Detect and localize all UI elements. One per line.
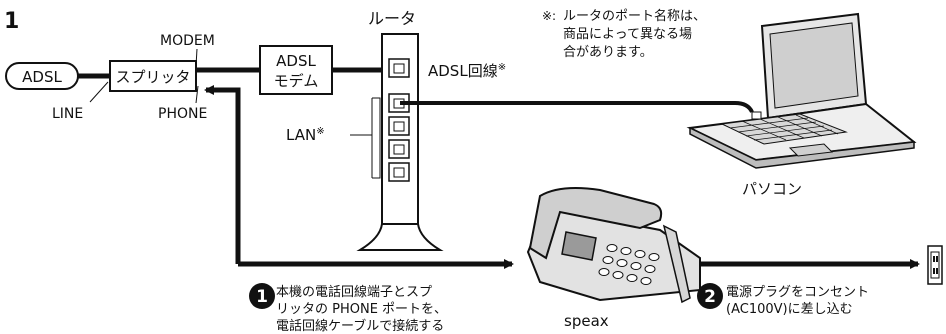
step-1-line-2: リッタの PHONE ポートを、: [276, 302, 447, 317]
adsl-line-terminal: ADSL: [5, 62, 79, 90]
laptop-icon: [686, 12, 917, 169]
phone-leader-line: [195, 85, 199, 104]
adsl-modem-label-1: ADSL: [276, 52, 316, 70]
phone-port-label: PHONE: [158, 106, 207, 122]
cable-router-to-pc: [400, 101, 754, 113]
step-1-line-3: 電話回線ケーブルで接続する: [276, 318, 444, 334]
step-2-instruction: 2 電源プラグをコンセント (AC100V)に差し込む: [697, 283, 869, 317]
step-number: 1: [4, 9, 19, 34]
router-adsl-port-text: ADSL回線: [428, 62, 498, 80]
step-1-instruction: 1 本機の電話回線端子とスプ リッタの PHONE ポートを、 電話回線ケーブル…: [249, 283, 447, 334]
fax-machine-icon: [526, 187, 701, 304]
note: ※: ルータのポート名称は、 商品によって異なる場 合があります。: [542, 8, 706, 60]
note-mark: ※:: [542, 9, 556, 23]
router-label: ルータ: [368, 9, 416, 28]
router: ルータ: [356, 9, 444, 251]
cable-phone-to-fax: [204, 85, 241, 264]
router-lan-asterisk: ※: [316, 126, 324, 137]
step-2-line-1: 電源プラグをコンセント: [726, 285, 869, 300]
note-line-2: 商品によって異なる場: [563, 27, 692, 42]
line-port-label: LINE: [52, 106, 83, 122]
line-leader-line: [89, 81, 109, 103]
router-lan-label: LAN※: [286, 126, 325, 144]
note-line-3: 合があります。: [563, 45, 653, 60]
splitter-label: スプリッタ: [115, 68, 190, 86]
modem-leader-line: [195, 48, 198, 67]
router-lan-ports: [388, 93, 410, 182]
wall-outlet-icon: [927, 245, 943, 285]
adsl-label: ADSL: [22, 68, 62, 86]
step-2-line-2: (AC100V)に差し込む: [726, 302, 853, 317]
fax-label: speax: [564, 312, 609, 330]
step-1-number: 1: [256, 287, 268, 307]
step-2-number: 2: [704, 287, 716, 307]
adsl-modem-label-2: モデム: [274, 72, 319, 90]
pc-label: パソコン: [742, 180, 802, 198]
router-adsl-asterisk: ※: [498, 62, 506, 73]
step-1-line-1: 本機の電話回線端子とスプ: [276, 284, 432, 300]
lan-bracket: [350, 97, 381, 179]
note-line-1: ルータのポート名称は、: [563, 8, 706, 24]
router-adsl-port-label: ADSL回線※: [428, 62, 506, 80]
modem-port-label: MODEM: [160, 33, 215, 49]
splitter-box: スプリッタ: [109, 60, 197, 92]
router-lan-text: LAN: [286, 126, 316, 144]
adsl-modem-box: ADSL モデム: [259, 45, 333, 95]
